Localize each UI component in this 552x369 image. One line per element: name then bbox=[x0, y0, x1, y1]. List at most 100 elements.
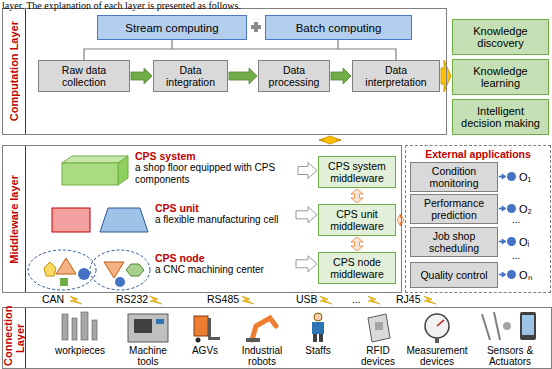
middleware-box: CPS node middleware bbox=[318, 252, 396, 284]
layer-label-strip: Computation Layer bbox=[3, 9, 26, 134]
device-label: workpieces bbox=[50, 345, 110, 356]
cps-node-shape bbox=[28, 250, 150, 290]
knowledge-box: Intelligent decision making bbox=[452, 99, 549, 135]
protocol-label: RS485 bbox=[207, 294, 241, 305]
rfid-icon bbox=[368, 314, 390, 342]
device-label: Machine tools bbox=[122, 345, 174, 367]
measurement-icon bbox=[425, 314, 449, 343]
cps-description: CPS systema shop floor equipped with CPS… bbox=[135, 150, 297, 185]
connector-arrow bbox=[351, 237, 363, 251]
box-label: Quality control bbox=[420, 269, 487, 281]
plus-symbol bbox=[251, 22, 261, 32]
protocol-label: RS232 bbox=[116, 294, 150, 305]
box-label: Data interpretation bbox=[356, 64, 436, 88]
bracket-lines bbox=[84, 40, 396, 60]
layer-band: Connection Layer bbox=[2, 307, 552, 369]
box-label: CPS system middleware bbox=[322, 160, 392, 184]
box-label: Knowledge discovery bbox=[456, 25, 545, 49]
box-label: CPS unit middleware bbox=[322, 208, 392, 232]
process-box: Data interpretation bbox=[352, 60, 440, 92]
box-label: Data integration bbox=[157, 64, 224, 88]
output-dot bbox=[507, 204, 516, 213]
connector-arrow bbox=[131, 68, 152, 84]
box-label: Data processing bbox=[262, 64, 326, 88]
cps-description-text: a CNC machining center bbox=[155, 264, 264, 275]
cps-heading: CPS node bbox=[155, 252, 295, 264]
connector-arrow bbox=[499, 206, 506, 211]
application-box: Condition monitoring bbox=[410, 162, 498, 192]
box-label: Batch computing bbox=[296, 22, 382, 34]
process-box: Data processing bbox=[258, 60, 330, 92]
output-node: Oₙ bbox=[507, 268, 545, 281]
cps-description-text: a flexible manufacturing cell bbox=[155, 214, 278, 225]
process-box: Raw data collection bbox=[38, 60, 130, 92]
panel-title: External applications bbox=[410, 148, 546, 160]
cps-description-text: a shop floor equipped with CPS component… bbox=[135, 162, 275, 185]
output-dot bbox=[507, 172, 516, 181]
applications-panel: External applicationsCondition monitorin… bbox=[405, 145, 551, 293]
protocol-label: CAN bbox=[42, 294, 72, 305]
layer-label: Middleware layer bbox=[8, 175, 20, 264]
process-box: Data integration bbox=[153, 60, 228, 92]
application-box: Performance prediction bbox=[410, 194, 498, 224]
output-label: Oᵢ bbox=[519, 236, 529, 248]
box-label: Job shop scheduling bbox=[414, 230, 494, 254]
connector-arrow bbox=[331, 68, 351, 84]
middleware-box: CPS unit middleware bbox=[318, 204, 396, 236]
box-label: Condition monitoring bbox=[414, 165, 494, 189]
connector-arrow bbox=[499, 272, 506, 277]
staff-icon bbox=[312, 313, 324, 342]
cps-unit-shape bbox=[52, 208, 148, 232]
caption-fragment: layer. The explanation of each layer is … bbox=[2, 0, 550, 11]
cps-system-shape bbox=[62, 156, 128, 185]
workpieces-icon bbox=[62, 312, 97, 340]
box-label: Performance prediction bbox=[414, 197, 494, 221]
cps-heading: CPS system bbox=[135, 150, 297, 162]
cps-heading: CPS unit bbox=[155, 202, 295, 214]
layer-label-strip: Connection Layer bbox=[3, 308, 26, 368]
connector-arrow bbox=[499, 174, 506, 179]
application-box: Job shop scheduling bbox=[410, 227, 498, 257]
ellipsis: ... bbox=[512, 214, 532, 225]
output-label: O₂ bbox=[519, 203, 532, 215]
connector-arrow bbox=[229, 68, 257, 84]
middleware-box: CPS system middleware bbox=[318, 156, 396, 188]
output-node: Oᵢ bbox=[507, 235, 545, 248]
connector-arrow bbox=[441, 60, 451, 92]
box-label: Knowledge learning bbox=[456, 65, 545, 89]
layer-label: Computation Layer bbox=[8, 21, 20, 121]
output-label: O₁ bbox=[519, 171, 531, 183]
layer-band: Middleware layer CPS systema shop floor e… bbox=[2, 145, 402, 293]
device-label: Measurement devices bbox=[402, 345, 472, 367]
layer-label: Connection Layer bbox=[2, 310, 26, 366]
box-label: Stream computing bbox=[125, 22, 218, 34]
machine-tool-icon bbox=[128, 314, 168, 342]
protocol-label: USB bbox=[296, 294, 320, 305]
device-label: AGVs bbox=[185, 345, 225, 356]
output-dot bbox=[507, 270, 516, 279]
device-label: Staffs bbox=[298, 345, 338, 356]
knowledge-box: Knowledge learning bbox=[452, 59, 549, 95]
connector-arrow bbox=[296, 256, 317, 272]
output-node: O₁ bbox=[507, 170, 545, 183]
protocol-label: RJ45 bbox=[396, 294, 424, 305]
layer-band: Computation Layer Stream computing Batch c… bbox=[2, 8, 447, 135]
application-box: Quality control bbox=[410, 262, 498, 288]
output-node: O₂ bbox=[507, 202, 545, 215]
connector-arrow bbox=[319, 136, 341, 144]
box-label: CPS node middleware bbox=[322, 256, 392, 280]
connector-arrow bbox=[351, 189, 363, 203]
box-label: Raw data collection bbox=[42, 64, 126, 88]
protocol-label: ... bbox=[352, 294, 368, 305]
cps-description: CPS nodea CNC machining center bbox=[155, 252, 295, 276]
agv-icon bbox=[194, 316, 220, 343]
connector-arrow bbox=[298, 163, 317, 179]
computing-box: Stream computing bbox=[97, 15, 247, 40]
connector-arrow bbox=[499, 239, 506, 244]
robot-icon bbox=[246, 318, 276, 342]
knowledge-box: Knowledge discovery bbox=[452, 19, 549, 55]
layer-label-strip: Middleware layer bbox=[3, 146, 26, 292]
cps-description: CPS unita flexible manufacturing cell bbox=[155, 202, 295, 226]
device-label: Sensors & Actuators bbox=[470, 345, 550, 367]
